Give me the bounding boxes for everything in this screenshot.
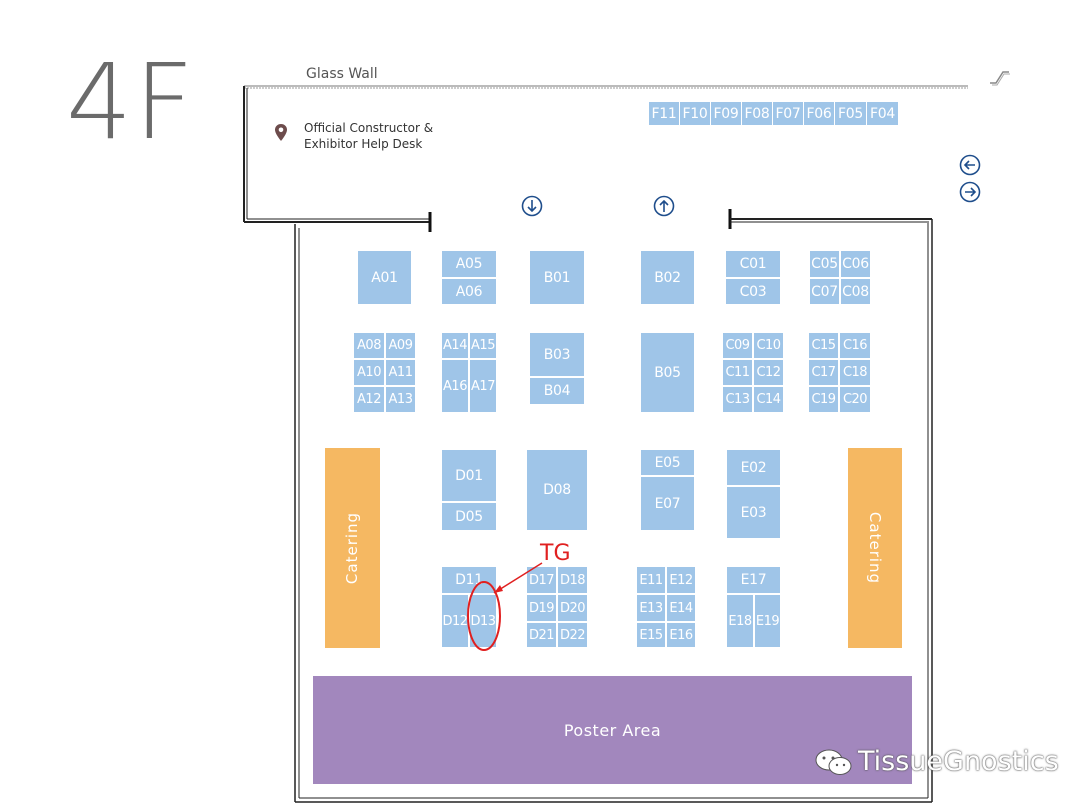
location-pin-icon — [275, 124, 287, 141]
booth-d19[interactable]: D19 — [526, 594, 557, 622]
booth-a15[interactable]: A15 — [469, 332, 497, 359]
booth-a14[interactable]: A14 — [441, 332, 469, 359]
floor-label: 4F — [66, 41, 196, 163]
booth-f04[interactable]: F04 — [866, 101, 899, 126]
arrow-right-circle-icon — [959, 181, 981, 203]
poster-area: Poster Area — [313, 676, 912, 784]
highlight-label: TG — [540, 541, 571, 566]
booth-e18[interactable]: E18 — [726, 594, 754, 648]
booth-d20[interactable]: D20 — [557, 594, 588, 622]
highlight-marker — [467, 562, 543, 651]
booth-c10[interactable]: C10 — [753, 332, 784, 359]
help-desk-line-2: Exhibitor Help Desk — [304, 137, 423, 151]
booth-e13[interactable]: E13 — [636, 594, 666, 622]
booth-a12[interactable]: A12 — [353, 386, 385, 413]
booth-a09[interactable]: A09 — [385, 332, 416, 359]
booth-e05[interactable]: E05 — [640, 449, 695, 476]
booth-e11[interactable]: E11 — [636, 566, 666, 594]
booth-d22[interactable]: D22 — [557, 622, 588, 648]
booth-a01[interactable]: A01 — [357, 250, 412, 305]
booth-c14[interactable]: C14 — [753, 386, 784, 413]
booth-f10[interactable]: F10 — [679, 101, 711, 126]
booth-e16[interactable]: E16 — [666, 622, 696, 648]
booth-c05[interactable]: C05 — [809, 250, 840, 278]
booth-c17[interactable]: C17 — [808, 359, 839, 386]
help-desk-line-1: Official Constructor & — [304, 121, 434, 135]
booth-c03[interactable]: C03 — [725, 278, 781, 305]
booth-e14[interactable]: E14 — [666, 594, 696, 622]
arrow-up-circle-icon — [653, 195, 675, 217]
booth-b03[interactable]: B03 — [529, 332, 585, 377]
booth-b02[interactable]: B02 — [640, 250, 695, 305]
catering-right: Catering — [848, 448, 902, 648]
booth-f06[interactable]: F06 — [803, 101, 835, 126]
booth-f09[interactable]: F09 — [710, 101, 742, 126]
booth-b01[interactable]: B01 — [529, 250, 585, 305]
booth-d18[interactable]: D18 — [557, 566, 588, 594]
booth-a06[interactable]: A06 — [441, 278, 497, 305]
booth-c13[interactable]: C13 — [722, 386, 753, 413]
booth-c12[interactable]: C12 — [753, 359, 784, 386]
watermark-text: TissueGnostics — [858, 746, 1059, 777]
booth-c08[interactable]: C08 — [840, 278, 871, 305]
booth-c19[interactable]: C19 — [808, 386, 839, 413]
booth-c07[interactable]: C07 — [809, 278, 840, 305]
booth-d08[interactable]: D08 — [526, 449, 588, 531]
booth-e07[interactable]: E07 — [640, 476, 695, 531]
booth-e03[interactable]: E03 — [726, 486, 781, 539]
glass-wall-label: Glass Wall — [306, 66, 378, 82]
booth-c15[interactable]: C15 — [808, 332, 839, 359]
booth-e02[interactable]: E02 — [726, 449, 781, 486]
booth-c16[interactable]: C16 — [839, 332, 871, 359]
escalator-icon — [990, 71, 1010, 86]
wechat-logo-icon — [815, 749, 852, 775]
booth-d13[interactable]: D13 — [469, 594, 497, 648]
booth-f07[interactable]: F07 — [772, 101, 804, 126]
catering-right-label: Catering — [866, 511, 885, 585]
booth-b04[interactable]: B04 — [529, 377, 585, 405]
booth-a05[interactable]: A05 — [441, 250, 497, 278]
booth-c11[interactable]: C11 — [722, 359, 753, 386]
booth-c06[interactable]: C06 — [840, 250, 871, 278]
booth-c01[interactable]: C01 — [725, 250, 781, 278]
booth-b05[interactable]: B05 — [640, 332, 695, 413]
booth-d17[interactable]: D17 — [526, 566, 557, 594]
poster-area-label: Poster Area — [563, 720, 662, 740]
booth-f05[interactable]: F05 — [834, 101, 867, 126]
arrow-down-circle-icon — [521, 195, 543, 217]
booth-f08[interactable]: F08 — [741, 101, 773, 126]
booth-c18[interactable]: C18 — [839, 359, 871, 386]
booth-c20[interactable]: C20 — [839, 386, 871, 413]
booth-a11[interactable]: A11 — [385, 359, 416, 386]
arrow-left-circle-icon — [959, 154, 981, 176]
catering-left-label: Catering — [343, 511, 362, 585]
booth-d01[interactable]: D01 — [441, 449, 497, 502]
booth-f11[interactable]: F11 — [648, 101, 680, 126]
help-desk-label: Official Constructor & Exhibitor Help De… — [304, 120, 433, 152]
booth-d11[interactable]: D11 — [441, 566, 497, 594]
booth-c09[interactable]: C09 — [722, 332, 753, 359]
booth-a08[interactable]: A08 — [353, 332, 385, 359]
booth-a13[interactable]: A13 — [385, 386, 416, 413]
watermark: TissueGnostics — [814, 746, 1059, 777]
booth-e15[interactable]: E15 — [636, 622, 666, 648]
booth-e12[interactable]: E12 — [666, 566, 696, 594]
booth-d21[interactable]: D21 — [526, 622, 557, 648]
booth-a16[interactable]: A16 — [441, 359, 469, 413]
booth-e17[interactable]: E17 — [726, 566, 781, 594]
catering-left: Catering — [325, 448, 380, 648]
booth-a17[interactable]: A17 — [469, 359, 497, 413]
booth-d05[interactable]: D05 — [441, 502, 497, 531]
booth-e19[interactable]: E19 — [754, 594, 781, 648]
booth-a10[interactable]: A10 — [353, 359, 385, 386]
booth-d12[interactable]: D12 — [441, 594, 469, 648]
